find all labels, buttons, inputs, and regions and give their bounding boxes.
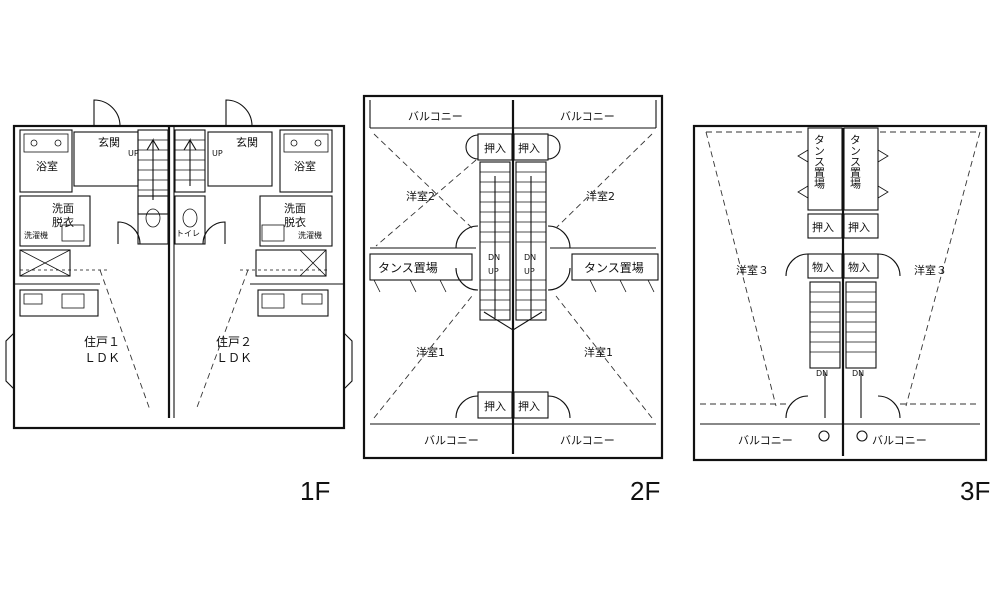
2f-label-room-bottom-right: 洋室1 [584,345,613,359]
3f-label-closet-right: 押入 [848,220,870,234]
1f-label-up-right: UP [212,149,223,158]
1f-washroom-left [19,195,91,247]
floor-label-3f: 3F [960,476,990,506]
3f-storage-left [807,253,843,279]
2f-label-up-right: UP [524,267,535,276]
1f-label-up-left: UP [128,149,139,158]
1f-label-bath-right: 浴室 [294,159,316,173]
3f-label-wardrobe-right: タンス置場 [849,134,862,190]
1f-label-washer-left: 洗濯機 [24,230,48,240]
2f-outer-wall [362,94,664,460]
1f-label-washroom-left-2: 脱衣 [52,215,74,229]
2f-label-balcony-top-left: バルコニー [408,110,463,123]
2f-closet-top-right [513,133,549,161]
3f-label-balcony-right: バルコニー [872,434,927,447]
1f-bay-window-right [343,332,353,390]
1f-label-washer-right: 洗濯機 [298,230,322,240]
1f-toilet-right [174,195,206,245]
3f-label-wardrobe-left: タンス置場 [813,134,826,190]
2f-label-wardrobe-left: タンス置場 [378,261,438,275]
1f-entrance-right [207,131,273,187]
1f-kitchen-right [257,289,329,317]
floor-label-1f: 1F [300,476,330,506]
3f-stairs-left [809,281,841,369]
3f-label-dn-left: DN [816,369,828,378]
3f-stairs-right [845,281,877,369]
3f-wardrobe-left [807,127,843,211]
1f-label-washroom-left-1: 洗面 [52,202,74,215]
2f-stairs-left [479,161,511,321]
2f-label-room-top-left: 洋室2 [406,189,435,203]
2f-closet-top-left [477,133,513,161]
3f-label-closet-left: 押入 [812,220,834,234]
3f-wardrobe-right [843,127,879,211]
3f-label-room-left: 洋室３ [736,263,769,277]
1f-label-washroom-right-2: 脱衣 [284,215,306,229]
1f-entrance-door-right [225,99,253,127]
3f-closet-left [807,213,843,239]
3f-storage-right [843,253,879,279]
3f-outer-wall [692,124,988,462]
2f-label-closet-bottom-left: 押入 [484,399,506,413]
3f-label-room-right: 洋室３ [914,263,947,277]
1f-label-toilet: トイレ [176,229,200,238]
2f-label-wardrobe-right: タンス置場 [584,261,644,275]
floor-plan-3f [692,124,988,462]
1f-label-unit2-type: ＬＤＫ [216,351,252,365]
2f-stairs-right [515,161,547,321]
2f-wardrobe-right [571,253,659,281]
1f-label-unit2-name: 住戸２ [216,335,252,349]
2f-label-balcony-bottom-right: バルコニー [560,434,615,447]
2f-closet-bottom-right [513,391,549,419]
1f-stairs-left [137,129,169,215]
floor-label-2f: 2F [630,476,660,506]
1f-label-unit1-name: 住戸１ [84,335,120,349]
1f-kitchen-left [19,289,99,317]
3f-label-dn-right: DN [852,369,864,378]
3f-closet-right [843,213,879,239]
1f-label-entrance-right: 玄関 [236,135,258,149]
floor-plan-2f [362,94,664,460]
2f-label-closet-bottom-right: 押入 [518,399,540,413]
2f-label-closet-top-left: 押入 [484,141,506,155]
2f-label-dn-left: DN [488,253,500,262]
1f-label-entrance-left: 玄関 [98,135,120,149]
1f-bath-left [19,129,73,193]
3f-label-storage-left: 物入 [812,260,834,274]
2f-label-room-top-right: 洋室2 [586,189,615,203]
1f-toilet-left [137,195,169,245]
2f-closet-bottom-left [477,391,513,419]
2f-wardrobe-left [369,253,473,281]
1f-label-washroom-right-1: 洗面 [284,202,306,215]
floor-plan-1f [5,99,353,430]
1f-outer-wall [12,124,346,430]
2f-label-room-bottom-left: 洋室1 [416,345,445,359]
3f-label-storage-right: 物入 [848,260,870,274]
1f-bath-right [279,129,333,193]
1f-stairs-right [174,129,206,193]
2f-label-balcony-top-right: バルコニー [560,110,615,123]
1f-label-unit1-type: ＬＤＫ [84,351,120,365]
3f-label-balcony-left: バルコニー [738,434,793,447]
2f-label-dn-right: DN [524,253,536,262]
2f-label-closet-top-right: 押入 [518,141,540,155]
1f-washroom-right [259,195,333,247]
2f-label-balcony-bottom-left: バルコニー [424,434,479,447]
1f-bay-window-left [5,332,15,390]
1f-label-bath-left: 浴室 [36,159,58,173]
2f-label-up-left: UP [488,267,499,276]
1f-entrance-door-left [93,99,121,127]
